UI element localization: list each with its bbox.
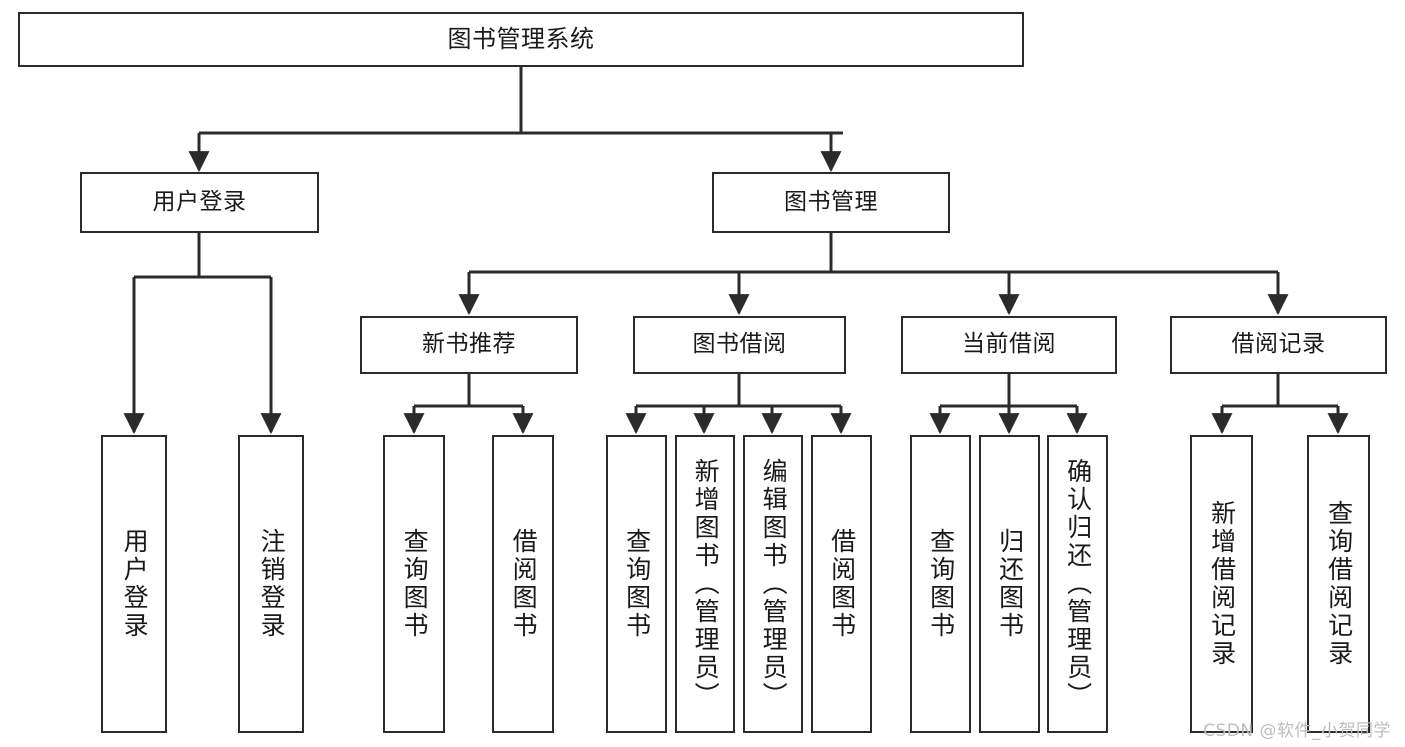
node-book-borrow[interactable]: 图书借阅 (633, 316, 846, 374)
leaf-user-login-signout-label: 注销登录 (257, 528, 287, 640)
leaf-new-book-query-label: 查询图书 (400, 528, 430, 640)
node-current-borrow-label: 当前借阅 (962, 331, 1056, 358)
node-root-label: 图书管理系统 (447, 25, 595, 54)
leaf-current-confirm-return-label: 确认归还（管理员） (1063, 458, 1093, 710)
leaf-borrow-borrow-book[interactable]: 借阅图书 (811, 435, 872, 733)
leaf-current-return-book[interactable]: 归还图书 (979, 435, 1040, 733)
node-book-management[interactable]: 图书管理 (712, 172, 950, 233)
leaf-user-login-signin[interactable]: 用户登录 (101, 435, 167, 733)
node-new-book-recommend[interactable]: 新书推荐 (360, 316, 578, 374)
leaf-current-confirm-return[interactable]: 确认归还（管理员） (1047, 435, 1108, 733)
leaf-current-query-book-label: 查询图书 (926, 528, 956, 640)
node-user-login[interactable]: 用户登录 (80, 172, 319, 233)
node-book-borrow-label: 图书借阅 (692, 331, 787, 358)
node-borrow-record-label: 借阅记录 (1231, 331, 1326, 358)
leaf-record-query-label: 查询借阅记录 (1324, 500, 1354, 668)
node-book-management-label: 图书管理 (784, 188, 878, 215)
leaf-borrow-borrow-book-label: 借阅图书 (827, 528, 857, 640)
leaf-borrow-edit-book[interactable]: 编辑图书（管理员） (743, 435, 803, 733)
node-user-login-label: 用户登录 (152, 188, 247, 215)
leaf-user-login-signin-label: 用户登录 (120, 528, 150, 640)
node-new-book-recommend-label: 新书推荐 (422, 331, 516, 358)
leaf-borrow-add-book-label: 新增图书（管理员） (691, 458, 721, 710)
node-current-borrow[interactable]: 当前借阅 (901, 316, 1117, 374)
node-borrow-record[interactable]: 借阅记录 (1170, 316, 1387, 374)
leaf-current-query-book[interactable]: 查询图书 (910, 435, 971, 733)
leaf-new-book-borrow[interactable]: 借阅图书 (492, 435, 554, 733)
node-root[interactable]: 图书管理系统 (18, 12, 1024, 67)
leaf-new-book-borrow-label: 借阅图书 (509, 528, 539, 640)
leaf-borrow-query-book[interactable]: 查询图书 (606, 435, 667, 733)
leaf-new-book-query[interactable]: 查询图书 (383, 435, 445, 733)
leaf-user-login-signout[interactable]: 注销登录 (238, 435, 304, 733)
leaf-borrow-query-book-label: 查询图书 (622, 528, 652, 640)
leaf-record-add[interactable]: 新增借阅记录 (1190, 435, 1253, 733)
leaf-borrow-add-book[interactable]: 新增图书（管理员） (675, 435, 735, 733)
leaf-record-add-label: 新增借阅记录 (1207, 500, 1237, 668)
leaf-borrow-edit-book-label: 编辑图书（管理员） (759, 458, 789, 710)
leaf-current-return-book-label: 归还图书 (995, 528, 1025, 640)
leaf-record-query[interactable]: 查询借阅记录 (1307, 435, 1370, 733)
